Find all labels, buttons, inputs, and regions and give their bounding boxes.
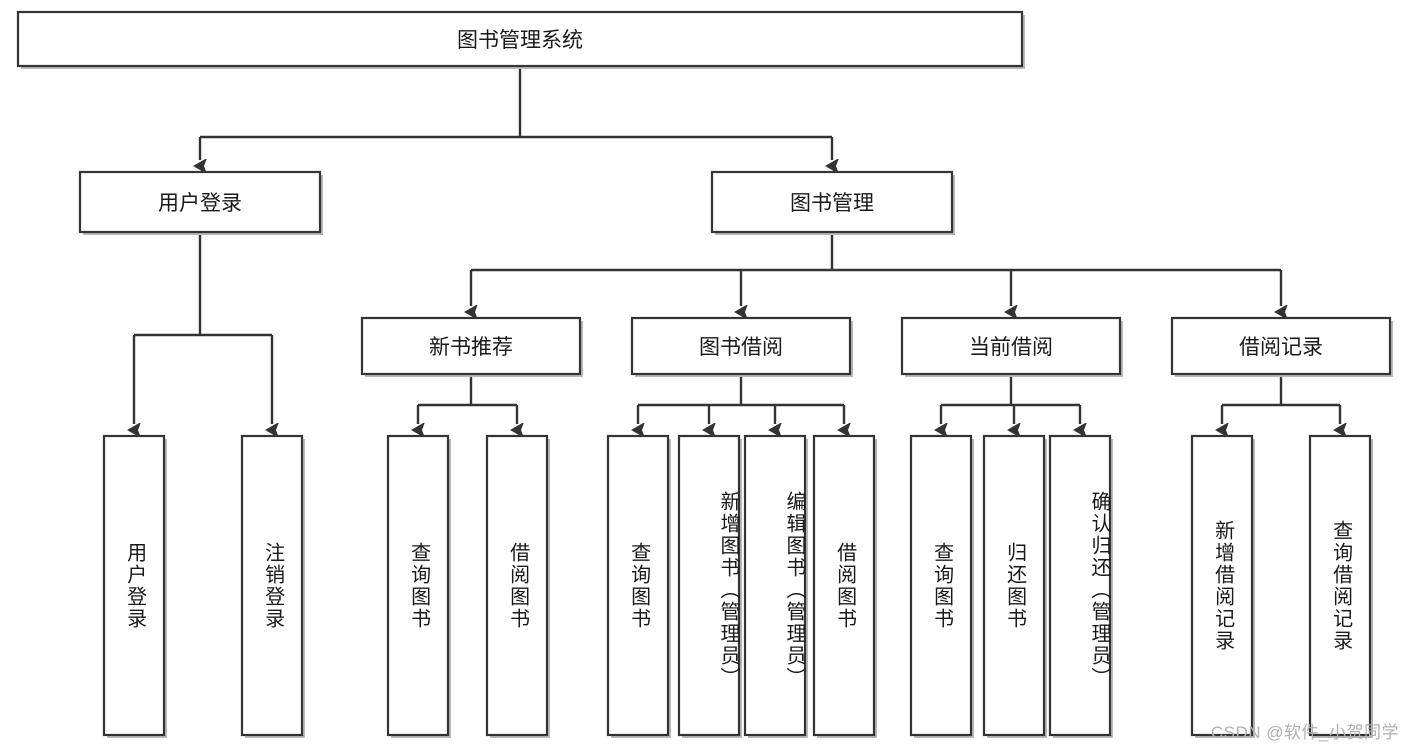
connector-group-new-book-rec xyxy=(418,374,517,424)
node-box-leaf-logout[interactable] xyxy=(240,434,305,738)
node-box-new-book-rec[interactable] xyxy=(360,316,583,377)
node-box-user-login[interactable] xyxy=(78,170,323,235)
node-box-book-borrow[interactable] xyxy=(630,316,853,377)
node-box-current-borrow[interactable] xyxy=(900,316,1123,377)
node-box-leaf-borrow-book-1[interactable] xyxy=(485,434,550,738)
node-box-leaf-query-record[interactable] xyxy=(1308,434,1373,738)
connector-group-root xyxy=(200,66,832,160)
connector-group-current-borrow xyxy=(941,374,1080,424)
node-box-root[interactable] xyxy=(16,10,1025,69)
connector-group-book-borrow xyxy=(638,374,844,424)
node-box-leaf-return-book[interactable] xyxy=(982,434,1047,738)
connector-group-book-manage xyxy=(471,232,1281,306)
connector-group-user-login xyxy=(134,232,272,424)
node-box-leaf-edit-book[interactable] xyxy=(743,434,808,738)
connector-group-borrow-record xyxy=(1222,374,1340,424)
node-box-leaf-confirm-return[interactable] xyxy=(1048,434,1113,738)
node-box-book-manage[interactable] xyxy=(710,170,955,235)
node-box-leaf-user-login[interactable] xyxy=(102,434,167,738)
node-box-leaf-add-book[interactable] xyxy=(677,434,742,738)
node-box-leaf-query-book-2[interactable] xyxy=(606,434,671,738)
node-box-leaf-borrow-book-2[interactable] xyxy=(812,434,877,738)
node-box-borrow-record[interactable] xyxy=(1170,316,1393,377)
node-box-leaf-query-book-3[interactable] xyxy=(909,434,974,738)
node-box-leaf-add-record[interactable] xyxy=(1190,434,1255,738)
node-box-leaf-query-book-1[interactable] xyxy=(386,434,451,738)
